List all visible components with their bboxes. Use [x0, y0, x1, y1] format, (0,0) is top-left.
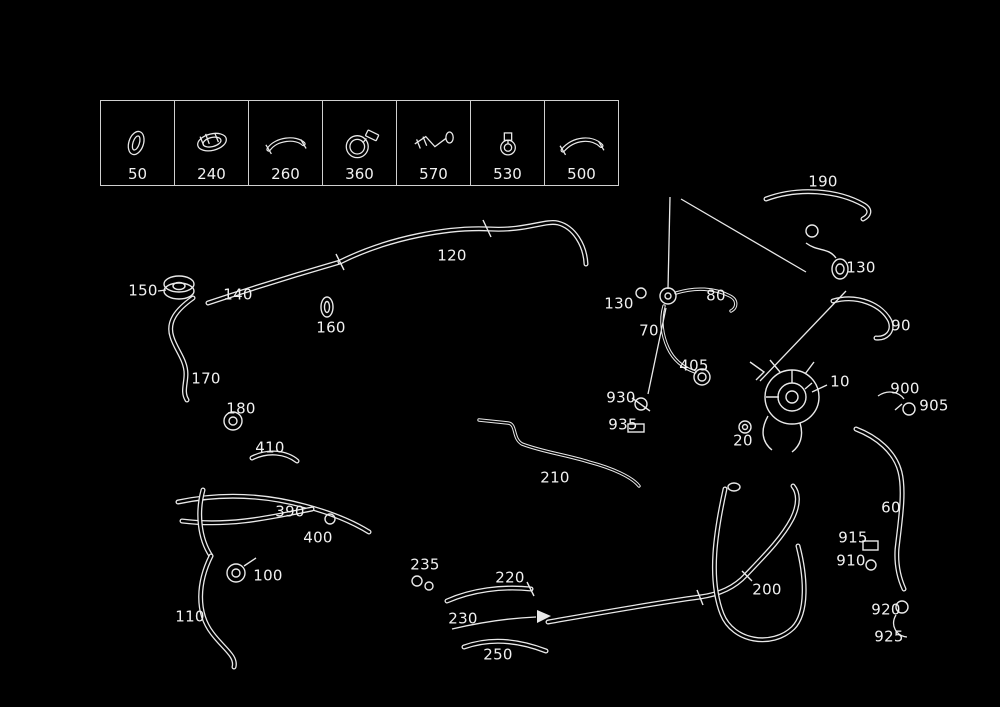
short-hose-icon	[264, 120, 307, 155]
leader-lines	[157, 196, 908, 638]
part-callout-930-11[interactable]: 930	[606, 388, 636, 407]
part-callout-235-28[interactable]: 235	[410, 555, 440, 574]
legend-item-240[interactable]: 240	[175, 101, 249, 185]
legend-part-number: 530	[493, 165, 522, 183]
part-callout-120-3[interactable]: 120	[437, 246, 467, 265]
small-clamp-icon	[499, 132, 516, 156]
part-callout-935-12[interactable]: 935	[608, 415, 638, 434]
legend-item-500[interactable]: 500	[545, 101, 618, 185]
screw-clamp-icon	[345, 129, 379, 159]
part-callout-190-0[interactable]: 190	[808, 172, 838, 191]
part-callout-160-6[interactable]: 160	[316, 318, 346, 337]
part-callout-70-9[interactable]: 70	[639, 321, 659, 340]
part-callout-915-24[interactable]: 915	[838, 528, 868, 547]
legend-part-number: 50	[127, 165, 148, 183]
legend-item-360[interactable]: 360	[323, 101, 397, 185]
part-callout-140-5[interactable]: 140	[223, 285, 253, 304]
part-callout-920-33[interactable]: 920	[871, 600, 901, 619]
part-callout-130-1[interactable]: 130	[846, 258, 876, 277]
part-callout-400-21[interactable]: 400	[303, 528, 333, 547]
legend-part-number: 260	[271, 165, 300, 183]
part-callout-200-32[interactable]: 200	[752, 580, 782, 599]
part-callout-210-22[interactable]: 210	[540, 468, 570, 487]
part-callout-905-15[interactable]: 905	[919, 396, 949, 415]
part-callout-150-4[interactable]: 150	[128, 281, 158, 300]
part-callout-230-30[interactable]: 230	[448, 609, 478, 628]
part-callout-90-2[interactable]: 90	[891, 316, 911, 335]
part-callout-100-26[interactable]: 100	[253, 566, 283, 585]
pipe-fitting-icon	[413, 131, 454, 149]
legend-part-number: 570	[419, 165, 448, 183]
part-callout-900-14[interactable]: 900	[890, 379, 920, 398]
seal-ring-icon	[127, 130, 145, 156]
legend-part-number: 500	[567, 165, 596, 183]
legend-item-50[interactable]: 50	[101, 101, 175, 185]
part-callout-110-27[interactable]: 110	[175, 607, 205, 626]
part-callout-130-7[interactable]: 130	[604, 294, 634, 313]
part-callout-170-17[interactable]: 170	[191, 369, 221, 388]
part-callout-250-31[interactable]: 250	[483, 645, 513, 664]
part-callout-20-16[interactable]: 20	[733, 431, 753, 450]
hose-icon	[559, 120, 604, 156]
part-callout-910-25[interactable]: 910	[836, 551, 866, 570]
legend-item-570[interactable]: 570	[397, 101, 471, 185]
legend-part-number: 360	[345, 165, 374, 183]
part-callout-405-10[interactable]: 405	[679, 356, 709, 375]
part-callout-80-8[interactable]: 80	[706, 286, 726, 305]
hose-clamp-icon	[196, 132, 227, 152]
part-callout-180-18[interactable]: 180	[226, 399, 256, 418]
legend-item-530[interactable]: 530	[471, 101, 545, 185]
flow-arrow-icon	[537, 610, 551, 623]
part-callout-410-19[interactable]: 410	[255, 438, 285, 457]
part-callout-10-13[interactable]: 10	[830, 372, 850, 391]
part-callout-220-29[interactable]: 220	[495, 568, 525, 587]
part-callout-925-34[interactable]: 925	[874, 627, 904, 646]
part-callout-390-20[interactable]: 390	[275, 502, 305, 521]
part-callout-60-23[interactable]: 60	[881, 498, 901, 517]
legend-part-number: 240	[197, 165, 226, 183]
legend-strip: 50 240 260	[100, 100, 619, 186]
legend-item-260[interactable]: 260	[249, 101, 323, 185]
fittings-and-clamps	[163, 219, 916, 614]
